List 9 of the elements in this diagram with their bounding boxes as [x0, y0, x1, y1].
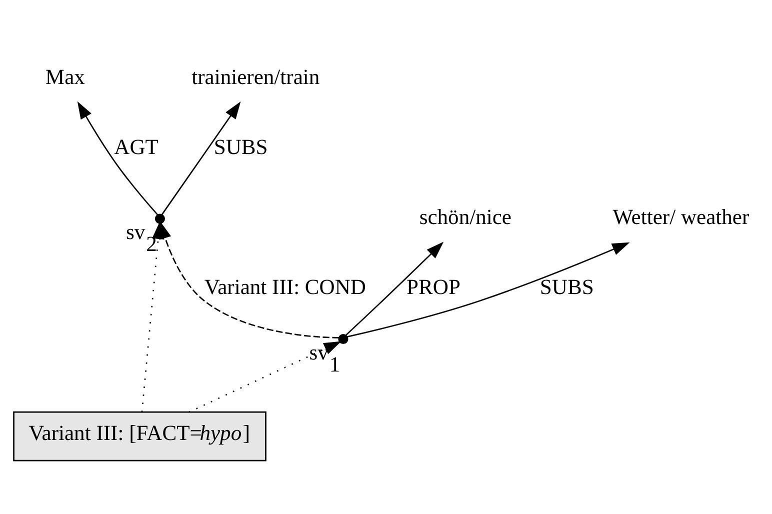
- node-text: Max: [45, 64, 85, 88]
- node-text: Wetter/ weather: [612, 204, 750, 228]
- node-text: trainieren/train: [192, 64, 320, 88]
- edge-label: SUBS: [214, 134, 268, 158]
- edge-label: SUBS: [540, 274, 594, 298]
- edge-label: PROP: [406, 274, 460, 298]
- edge-label: Variant III: COND: [204, 274, 366, 298]
- edge-label: AGT: [114, 134, 158, 158]
- node-text: schön/nice: [419, 204, 512, 228]
